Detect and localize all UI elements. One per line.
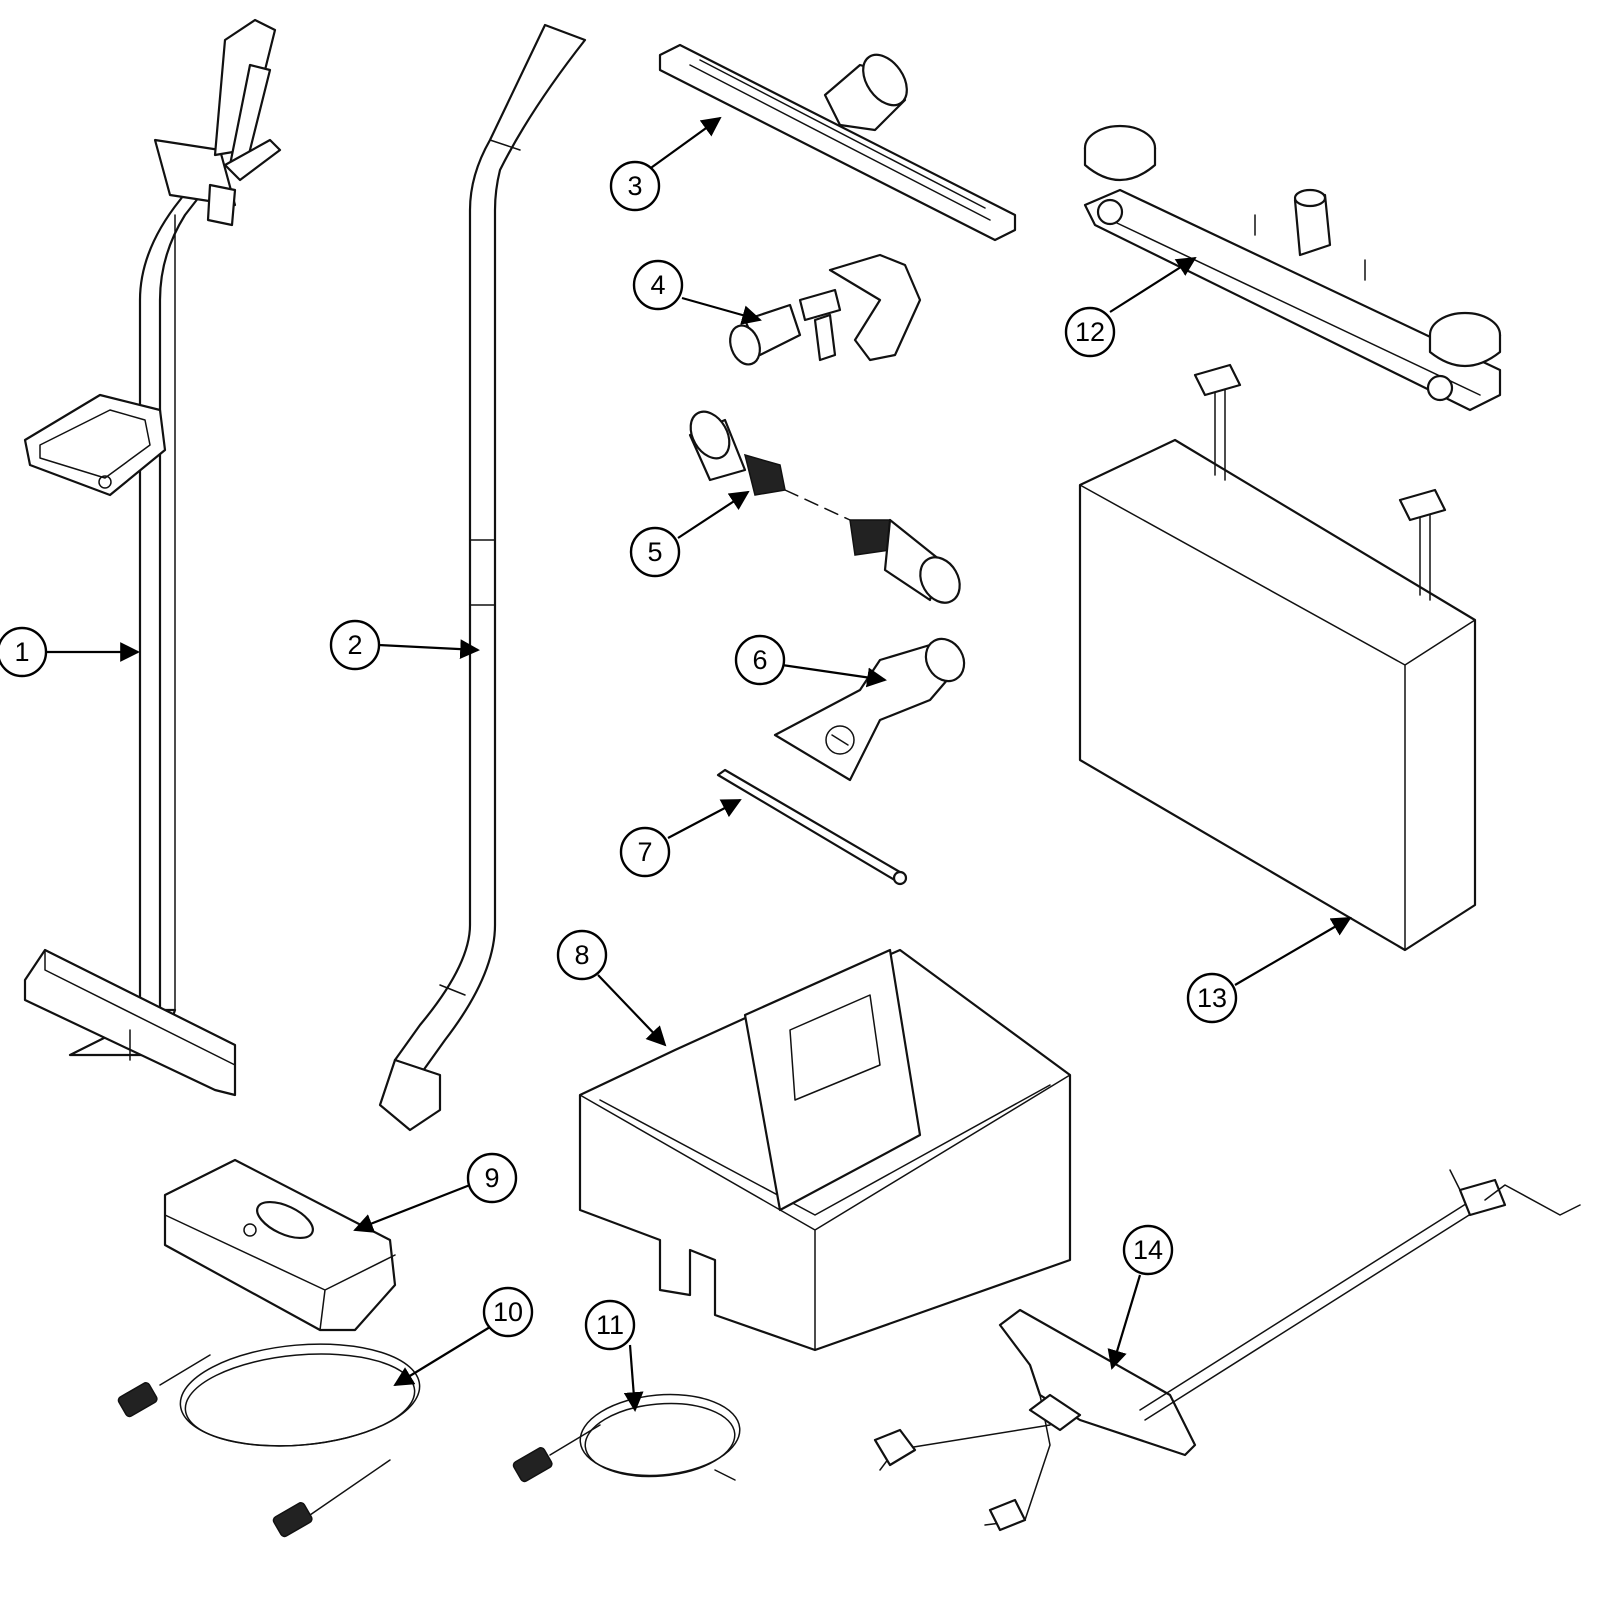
part-12-wand-head: [1083, 124, 1502, 412]
callout-label-6: 6: [752, 645, 767, 675]
leader-3: [647, 116, 722, 171]
part-11-short-hose: [512, 1393, 741, 1483]
callout-bubble-11: 11: [584, 1299, 636, 1351]
callout-label-14: 14: [1133, 1235, 1163, 1265]
part-1-floor-wand: [23, 18, 282, 1097]
part-13-box: [1078, 363, 1477, 952]
callout-label-1: 1: [14, 637, 29, 667]
callout-label-3: 3: [627, 171, 642, 201]
leader-8: [597, 974, 667, 1047]
callout-label-2: 2: [347, 630, 362, 660]
leader-14: [1107, 1274, 1142, 1370]
callout-label-10: 10: [493, 1297, 523, 1327]
part-9-brush: [163, 1158, 397, 1332]
callout-bubble-9: 9: [466, 1152, 518, 1204]
leader-11: [623, 1344, 644, 1412]
callout-bubble-1: 1: [0, 626, 48, 678]
leader-lines: [45, 116, 1352, 1412]
callout-label-8: 8: [574, 940, 589, 970]
callout-bubble-14: 14: [1122, 1224, 1174, 1276]
leader-4: [681, 296, 762, 325]
part-8-caddy: [578, 948, 1072, 1352]
callout-bubble-5: 5: [629, 526, 681, 578]
callout-label-7: 7: [637, 837, 652, 867]
callout-bubble-12: 12: [1064, 306, 1116, 358]
part-7-rod: [716, 768, 908, 886]
callout-bubble-3: 3: [609, 160, 661, 212]
leader-5: [677, 490, 750, 539]
part-5-hose-cuffs: [688, 410, 961, 604]
leader-10: [393, 1326, 491, 1387]
callout-bubble-4: 4: [632, 259, 684, 311]
leader-9: [353, 1183, 471, 1233]
callout-label-4: 4: [650, 270, 665, 300]
callout-label-5: 5: [647, 537, 662, 567]
callout-bubble-8: 8: [556, 929, 608, 981]
part-6-upholstery-tool: [773, 637, 966, 782]
part-4-spray-valve: [729, 253, 922, 366]
leader-7: [667, 799, 742, 839]
callout-bubble-6: 6: [734, 634, 786, 686]
leader-6: [781, 663, 887, 688]
callout-bubble-7: 7: [619, 826, 671, 878]
callout-label-12: 12: [1075, 317, 1105, 347]
part-2-wand-tube: [378, 23, 587, 1132]
part-3-floor-tool: [658, 43, 1017, 242]
callout-label-11: 11: [596, 1310, 624, 1340]
leader-12: [1109, 256, 1197, 313]
part-10-long-hose: [117, 1343, 421, 1538]
leader-2: [377, 639, 480, 659]
callout-bubble-13: 13: [1186, 972, 1238, 1024]
callout-bubble-2: 2: [329, 619, 381, 671]
callout-label-9: 9: [484, 1163, 499, 1193]
part-14-bracket-assembly: [873, 1169, 1581, 1532]
callout-bubble-10: 10: [482, 1286, 534, 1338]
leader-13: [1234, 917, 1352, 986]
callout-label-13: 13: [1197, 983, 1227, 1013]
